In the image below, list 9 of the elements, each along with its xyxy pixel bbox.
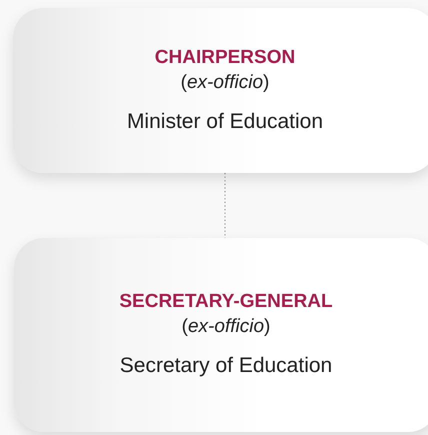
role-card: [13, 8, 428, 173]
role-title: CHAIRPERSON: [154, 46, 296, 70]
role-holder: Secretary of Education: [120, 353, 332, 379]
role-title: SECRETARY-GENERAL: [119, 290, 333, 314]
role-note: (ex-officio): [180, 70, 270, 94]
role-card: [14, 238, 428, 432]
role-note: (ex-officio): [182, 315, 270, 339]
role-holder: Minister of Education: [126, 108, 324, 134]
connector-line: [224, 172, 226, 238]
